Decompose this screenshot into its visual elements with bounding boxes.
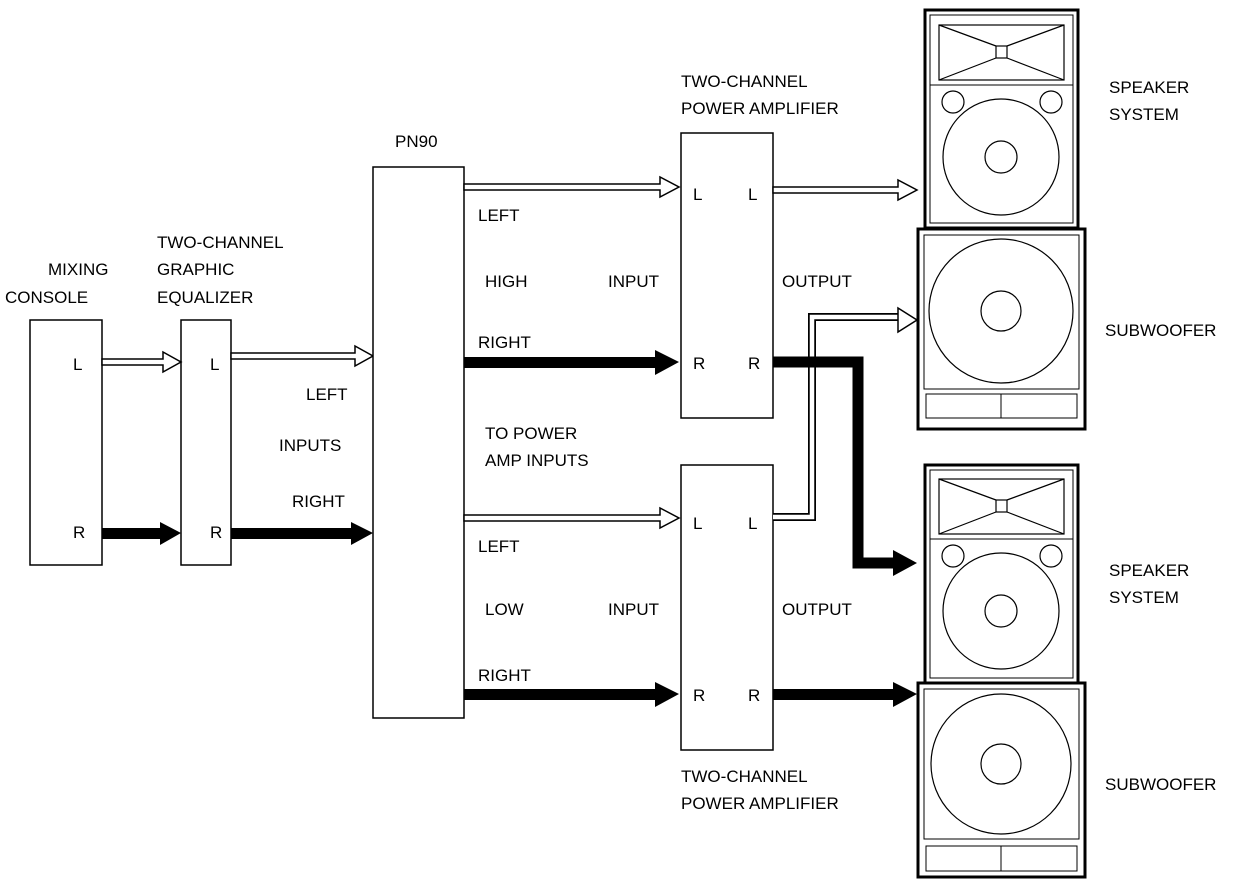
pn90-high-right-line (464, 357, 657, 368)
top-speaker-port-left (941, 90, 965, 114)
pn90-low-left-label: LEFT (478, 537, 520, 556)
eq-pn90-right-line (231, 528, 353, 539)
amp-bottom-box (680, 464, 774, 751)
pn90-low-right-label: RIGHT (478, 666, 531, 685)
console-eq-right-line (102, 528, 163, 539)
amp-bottom-title-2: POWER AMPLIFIER (681, 794, 839, 813)
amp-top-in-l: L (693, 185, 702, 204)
pn90-to-amp-1: TO POWER (485, 424, 577, 443)
pn90-low-left-arrow (463, 506, 681, 530)
equalizer-title-1: TWO-CHANNEL (157, 233, 284, 252)
equalizer-title-2: GRAPHIC (157, 260, 234, 279)
bottom-subwoofer-dustcap (980, 743, 1022, 785)
pn90-box (372, 166, 465, 719)
equalizer-port-r: R (210, 523, 222, 542)
mixing-console-box (29, 319, 103, 566)
mixing-console-title-2: CONSOLE (5, 288, 88, 307)
top-speaker-port-right (1039, 90, 1063, 114)
eq-pn90-inputs-label: INPUTS (279, 436, 341, 455)
amp-bottom-output-label: OUTPUT (782, 600, 852, 619)
pn90-high-right-label: RIGHT (478, 333, 531, 352)
amp-bottom-input-label: INPUT (608, 600, 659, 619)
amp-bottom-title-1: TWO-CHANNEL (681, 767, 808, 786)
amp-bottom-out-l: L (748, 514, 757, 533)
pn90-high-right-arrowhead (655, 350, 679, 375)
amp-bottom-l-arrowhead (897, 306, 919, 334)
eq-pn90-left-arrow (230, 344, 375, 368)
bottom-speaker-dustcap (984, 594, 1018, 628)
mixing-console-port-r: R (73, 523, 85, 542)
top-speaker-label-1: SPEAKER (1109, 78, 1189, 97)
console-eq-left-arrow (101, 350, 183, 374)
amp-bottom-in-r: R (693, 686, 705, 705)
top-subwoofer (916, 227, 1087, 431)
bottom-speaker-port-right (1039, 544, 1063, 568)
amp-bottom-l-route-inner (773, 314, 900, 520)
amp-top-title-2: POWER AMPLIFIER (681, 99, 839, 118)
pn90-title: PN90 (395, 132, 438, 151)
amp-top-r-route (773, 356, 895, 569)
mixing-console-port-l: L (73, 355, 82, 374)
bottom-speaker-label-1: SPEAKER (1109, 561, 1189, 580)
amp-top-title-1: TWO-CHANNEL (681, 72, 808, 91)
top-speaker-label-2: SYSTEM (1109, 105, 1179, 124)
equalizer-box (180, 319, 232, 566)
bottom-speaker-label-2: SYSTEM (1109, 588, 1179, 607)
pn90-low-right-arrowhead (655, 682, 679, 707)
top-subwoofer-dustcap (980, 290, 1022, 332)
amp-top-box (680, 132, 774, 419)
bottom-subwoofer-label: SUBWOOFER (1105, 775, 1216, 794)
pn90-low-right-line (464, 689, 657, 700)
amp-bottom-in-l: L (693, 514, 702, 533)
amp-top-in-r: R (693, 354, 705, 373)
amp-top-input-label: INPUT (608, 272, 659, 291)
bottom-speaker-port-left (941, 544, 965, 568)
amp-bottom-r-arrowhead (893, 682, 917, 707)
amp-top-out-r: R (748, 354, 760, 373)
eq-pn90-right-arrowhead (351, 522, 373, 545)
amp-bottom-r-line (773, 689, 895, 700)
console-eq-right-arrowhead (160, 522, 181, 545)
top-speaker-dustcap (984, 140, 1018, 174)
amp-bottom-out-r: R (748, 686, 760, 705)
amp-bottom-l-route-outer (773, 313, 898, 521)
bottom-speaker-system (923, 463, 1080, 685)
amp-top-l-to-speaker-arrow (772, 178, 919, 202)
pn90-high-left-label: LEFT (478, 206, 520, 225)
top-subwoofer-label: SUBWOOFER (1105, 321, 1216, 340)
eq-pn90-left-label: LEFT (306, 385, 348, 404)
amp-top-r-arrowhead (893, 550, 917, 576)
eq-pn90-right-label: RIGHT (292, 492, 345, 511)
equalizer-title-3: EQUALIZER (157, 288, 253, 307)
bottom-subwoofer (916, 681, 1087, 879)
equalizer-port-l: L (210, 355, 219, 374)
amp-top-out-l: L (748, 185, 757, 204)
mixing-console-title-1: MIXING (48, 260, 108, 279)
pn90-high-label: HIGH (485, 272, 528, 291)
pn90-high-left-arrow (463, 175, 681, 199)
amp-top-output-label: OUTPUT (782, 272, 852, 291)
pn90-to-amp-2: AMP INPUTS (485, 451, 589, 470)
pn90-low-label: LOW (485, 600, 524, 619)
top-speaker-system (923, 8, 1080, 230)
